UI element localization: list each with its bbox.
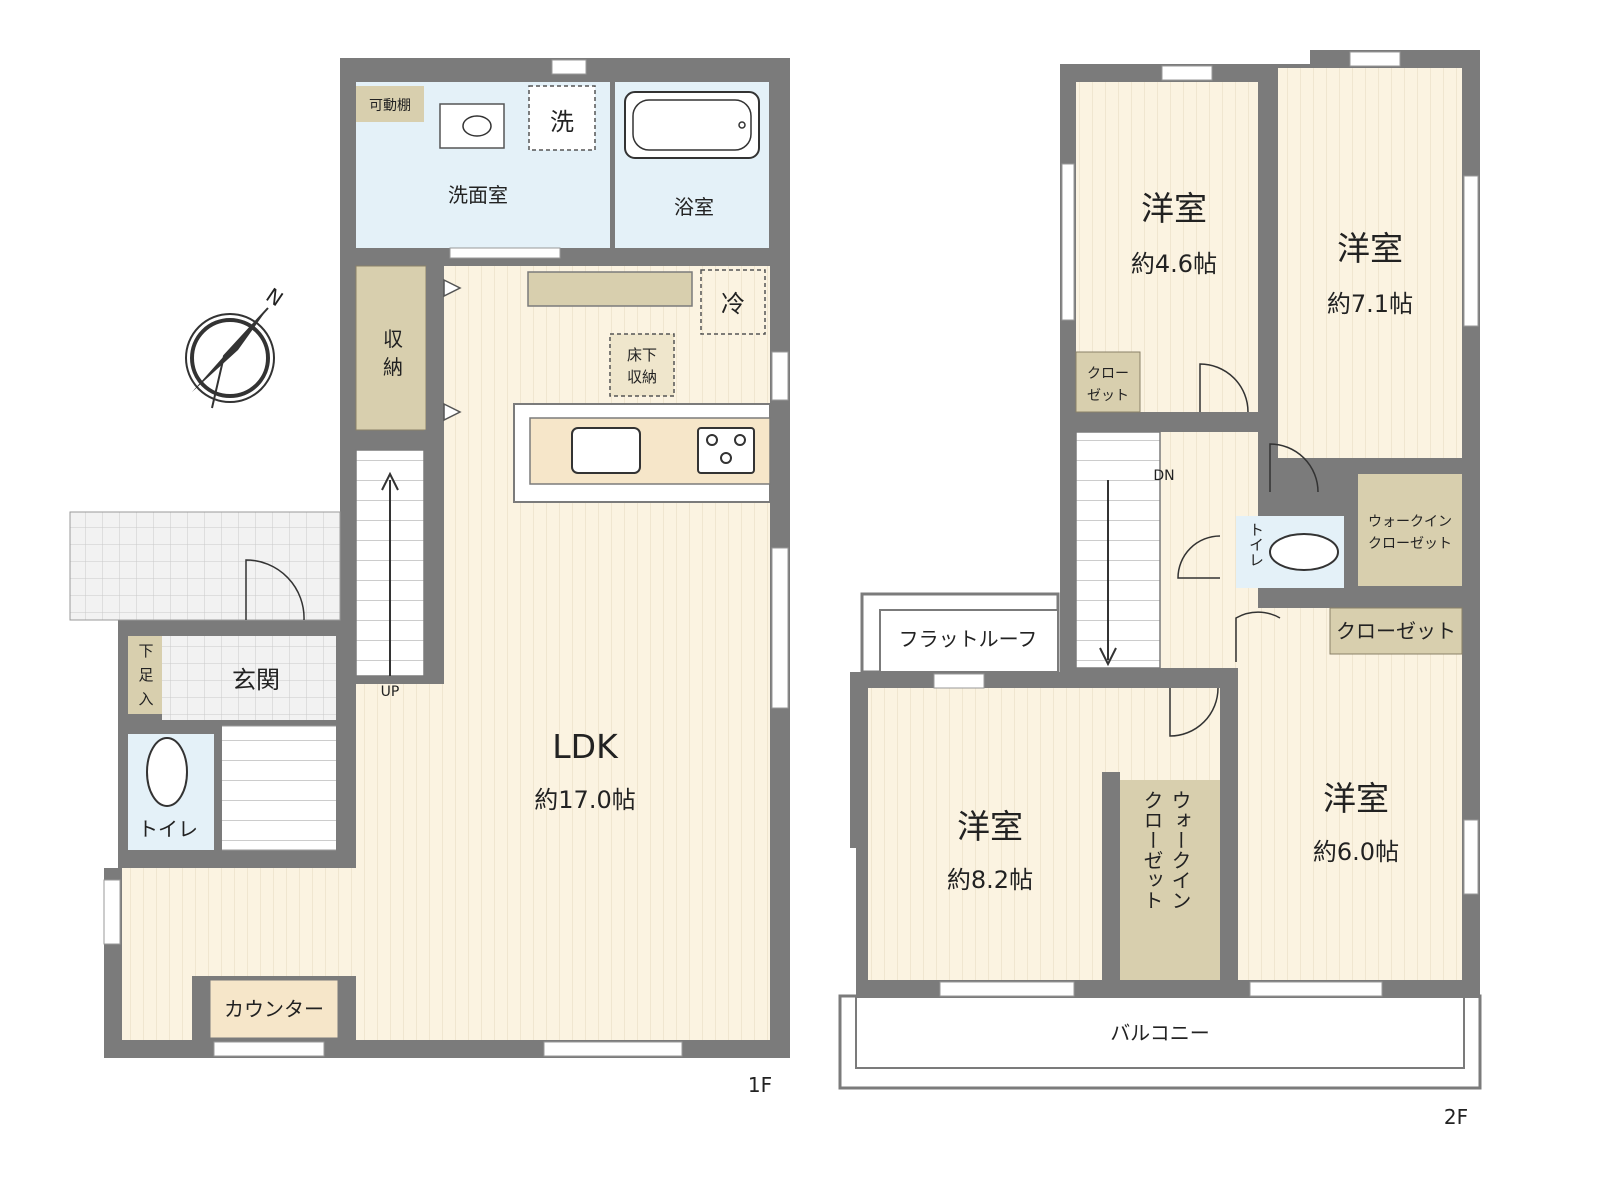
entrance-hall — [219, 725, 339, 851]
room-a-name: 洋室 — [1141, 189, 1207, 228]
room-c-name: 洋室 — [957, 807, 1023, 846]
room-c-wic-inner — [1120, 780, 1220, 980]
room-b-wic — [1358, 474, 1462, 586]
room-c-wic-label-1: ウォークイン — [1168, 790, 1192, 910]
shoe-box-label-3: 入 — [138, 690, 153, 708]
bath-label: 浴室 — [674, 195, 714, 219]
stairs-2f — [1075, 431, 1161, 669]
balcony-label: バルコニー — [1110, 1021, 1210, 1045]
compass-label: N — [262, 283, 288, 311]
bathtub-icon — [624, 91, 760, 159]
room-a-closet-label-1: クロー — [1087, 366, 1129, 382]
shoe-box — [128, 636, 162, 714]
shoe-box-label-2: 足 — [138, 666, 153, 684]
storage-label-2: 納 — [383, 355, 403, 379]
movable-shelf-label: 可動棚 — [369, 98, 411, 114]
washer-label: 洗 — [550, 108, 574, 136]
underfloor-storage — [609, 333, 675, 397]
room-d-closet-label: クローゼット — [1336, 619, 1456, 643]
entrance-terrace — [69, 511, 341, 621]
ldk-size: 約17.0帖 — [534, 786, 635, 814]
movable-shelf — [356, 86, 424, 122]
underfloor-label-2: 収納 — [627, 368, 657, 386]
shoe-box-label-1: 下 — [138, 642, 153, 660]
compass-icon — [185, 307, 275, 409]
ldk-name: LDK — [552, 727, 619, 766]
room-b-wic-label-2: クローゼット — [1368, 536, 1452, 552]
floor1-plan — [69, 58, 790, 1058]
counter-label: カウンター — [224, 997, 324, 1021]
stairs-up-label: UP — [381, 684, 400, 700]
entrance-label: 玄関 — [232, 666, 280, 694]
toilet-1f-label: トイレ — [138, 817, 198, 841]
washbasin-icon — [439, 103, 505, 149]
entrance-floor — [162, 636, 340, 720]
room-d-closet — [1329, 607, 1463, 655]
stairs-down-label: DN — [1153, 468, 1174, 484]
stove-icon — [697, 427, 755, 474]
room-b-floor — [1278, 68, 1462, 458]
flat-roof-label: フラットルーフ — [899, 627, 1038, 651]
room-c-size: 約8.2帖 — [947, 866, 1033, 894]
toilet-2f-icon — [1269, 533, 1339, 571]
room-b-name: 洋室 — [1337, 229, 1403, 268]
kitchen-back-shelf — [527, 271, 693, 307]
floor1-label: 1F — [748, 1073, 772, 1097]
storage-label-1: 収 — [383, 327, 403, 351]
room-b-wic-label-1: ウォークイン — [1368, 514, 1452, 530]
room-a-closet — [1075, 351, 1141, 413]
washer-space — [528, 85, 596, 151]
room-d-name: 洋室 — [1323, 779, 1389, 818]
fridge-label: 冷 — [721, 290, 745, 318]
room-a-closet-label-2: ゼット — [1087, 388, 1129, 404]
underfloor-label-1: 床下 — [627, 346, 657, 364]
room-c-wic-label-2: クローゼット — [1140, 790, 1164, 910]
washroom-label: 洗面室 — [448, 183, 508, 207]
room-a-size: 約4.6帖 — [1131, 250, 1217, 278]
room-d-size: 約6.0帖 — [1313, 838, 1399, 866]
fridge-space — [700, 269, 766, 335]
room-c-wic — [1102, 772, 1120, 982]
ldk-storage — [355, 265, 427, 431]
floor2-label: 2F — [1444, 1105, 1468, 1129]
toilet-1f-icon — [146, 737, 188, 807]
sink-icon — [571, 427, 641, 474]
room-b-size: 約7.1帖 — [1327, 290, 1413, 318]
floor2-plan — [838, 50, 1482, 1090]
toilet-2f-label: トイレ — [1247, 522, 1265, 567]
room-d-floor — [1238, 608, 1462, 980]
